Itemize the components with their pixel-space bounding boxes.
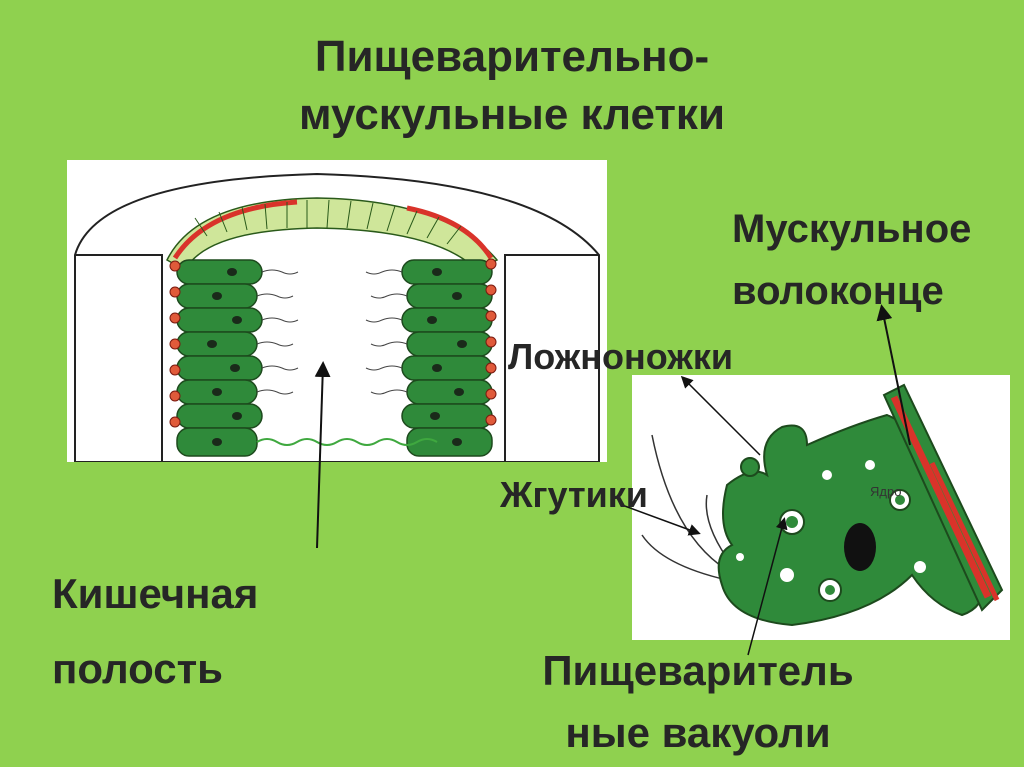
flagella-lines bbox=[641, 434, 733, 581]
label-muscle-fiber-text: Мускульное волоконце bbox=[732, 207, 972, 313]
label-gut-cavity-text: Кишечная полость bbox=[52, 570, 259, 692]
cell-illustration: Ядро bbox=[641, 383, 1004, 627]
page-title: Пищеварительно-мускульные клетки bbox=[0, 28, 1024, 144]
muscle-fiber-right bbox=[406, 205, 494, 260]
cell-diagram: Ядро bbox=[632, 375, 1010, 640]
body-wall-illustration bbox=[74, 172, 600, 462]
title-text: Пищеварительно-мускульные клетки bbox=[298, 32, 725, 139]
label-flagella: Жгутики bbox=[500, 474, 648, 515]
label-muscle-fiber: Мускульное волоконце bbox=[732, 198, 1024, 322]
label-pseudopods: Ложноножки bbox=[508, 336, 733, 377]
label-digestive-vacuoles: Пищеваритель ные вакуоли bbox=[508, 640, 888, 764]
label-digestive-vacuoles-text: Пищеваритель ные вакуоли bbox=[542, 647, 854, 756]
nucleus-label: Ядро bbox=[870, 484, 901, 499]
label-gut-cavity: Кишечная полость bbox=[52, 556, 372, 706]
cavity-boundary bbox=[256, 438, 438, 446]
body-wall-diagram bbox=[67, 160, 607, 462]
right-cell-column bbox=[401, 259, 493, 457]
left-cell-column bbox=[176, 259, 263, 457]
pseudopod bbox=[740, 457, 760, 477]
nucleus bbox=[844, 523, 876, 571]
